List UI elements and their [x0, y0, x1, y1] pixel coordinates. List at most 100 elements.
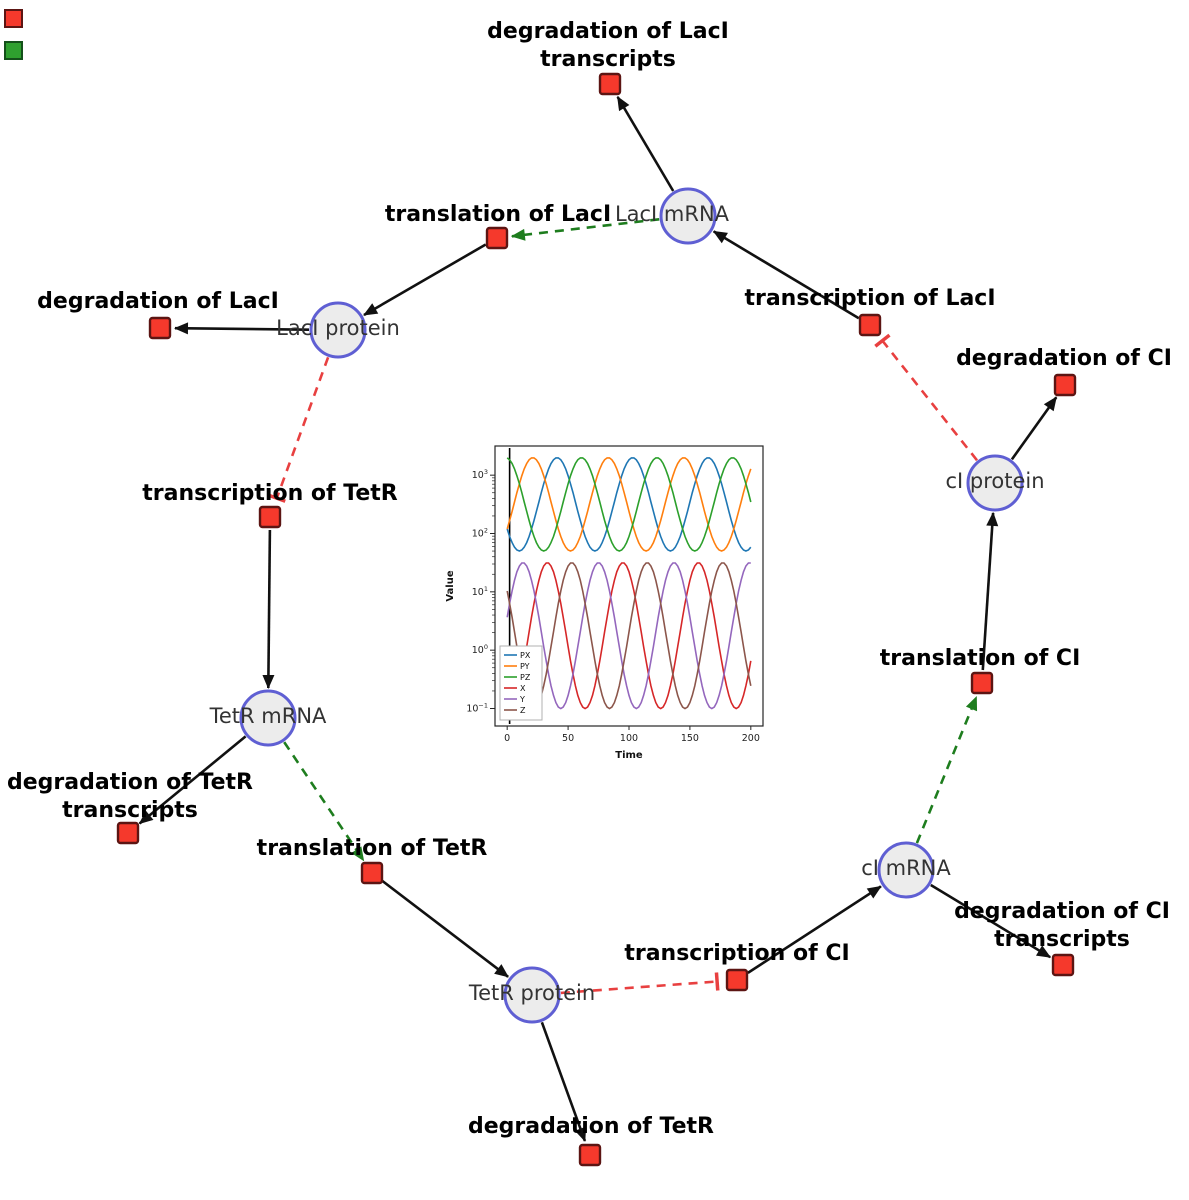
reaction-label-deg_TetR_transcripts: degradation of TetR	[7, 770, 253, 795]
reaction-node-transcription_LacI[interactable]	[858, 313, 882, 337]
reaction-square-icon[interactable]	[725, 968, 749, 992]
species-node-TetR_protein[interactable]: TetR protein	[468, 966, 595, 1024]
reaction-square-icon[interactable]	[858, 313, 882, 337]
x-tick-label: 50	[562, 733, 574, 744]
chart-ylabel: Value	[445, 570, 456, 601]
series-line-PZ	[506, 457, 752, 552]
reaction-label-translation_CI: translation of CI	[880, 646, 1081, 671]
reaction-square-icon[interactable]	[116, 821, 140, 845]
edge-transcription_CI-cI_mRNA-production	[747, 885, 882, 974]
series-line-PY	[506, 457, 752, 552]
reaction-node-swatch	[4, 9, 23, 28]
reaction-node-transcription_TetR[interactable]	[258, 505, 282, 529]
species-node-TetR_mRNA[interactable]: TetR mRNA	[209, 689, 327, 747]
species-label-LacI_protein: LacI protein	[276, 316, 400, 340]
reaction-label-deg_LacI_transcripts: degradation of LacI	[487, 19, 729, 44]
legend-label-PX: PX	[520, 651, 531, 660]
species-circle-icon[interactable]	[659, 187, 717, 245]
reaction-node-deg_TetR[interactable]	[578, 1143, 602, 1167]
species-label-TetR_mRNA: TetR mRNA	[209, 704, 327, 728]
species-circle-icon[interactable]	[239, 689, 297, 747]
reaction-node-translation_TetR[interactable]	[360, 861, 384, 885]
species-label-cI_mRNA: cI mRNA	[861, 856, 951, 880]
edge-translation_CI-cI_protein-production	[981, 511, 999, 671]
reaction-label-transcription_TetR: transcription of TetR	[142, 481, 398, 506]
x-tick-label: 150	[681, 733, 699, 744]
reaction-label-translation_TetR: translation of TetR	[257, 836, 488, 861]
reaction-node-deg_CI[interactable]	[1053, 373, 1077, 397]
x-tick-label: 0	[504, 733, 510, 744]
series-line-Z	[506, 562, 752, 710]
edge-transcription_LacI-LacI_mRNA-production	[712, 230, 860, 320]
y-tick-label: 100	[472, 643, 488, 656]
edge-TetR_protein-deg_TetR-consumption	[540, 1021, 587, 1142]
species-node-cI_mRNA[interactable]: cI mRNA	[861, 841, 951, 899]
reaction-square-icon[interactable]	[258, 505, 282, 529]
reaction-node-deg_LacI_transcripts[interactable]	[598, 72, 622, 96]
y-tick-label: 103	[472, 468, 488, 481]
edge-cI_mRNA-translation_CI-catalysis	[915, 695, 978, 844]
x-tick-label: 200	[742, 733, 760, 744]
legend-label-Z: Z	[520, 706, 526, 715]
species-circle-icon[interactable]	[309, 301, 367, 359]
edge-TetR_mRNA-translation_TetR-catalysis	[283, 741, 365, 862]
chart-legend-box	[499, 645, 543, 721]
edge-cI_protein-deg_CI-consumption	[1010, 396, 1058, 461]
species-circle-icon[interactable]	[966, 454, 1024, 512]
reaction-square-icon[interactable]	[598, 72, 622, 96]
reaction-node-deg_LacI[interactable]	[148, 316, 172, 340]
legend-label-PZ: PZ	[520, 673, 531, 682]
edge-TetR_protein-transcription_CI-inhibition	[560, 972, 720, 995]
reaction-square-icon[interactable]	[1053, 373, 1077, 397]
species-circle-icon[interactable]	[877, 841, 935, 899]
species-label-cI_protein: cI protein	[945, 469, 1044, 493]
reaction-node-translation_LacI[interactable]	[485, 226, 509, 250]
edge-translation_LacI-LacI_protein-production	[363, 243, 487, 317]
reaction-square-icon[interactable]	[1051, 953, 1075, 977]
species-circle-icon[interactable]	[503, 966, 561, 1024]
y-tick-label: 101	[472, 585, 488, 598]
reaction-node-transcription_CI[interactable]	[725, 968, 749, 992]
edge-translation_TetR-TetR_protein-production	[381, 879, 509, 978]
reaction-label-transcription_LacI: transcription of LacI	[744, 286, 995, 311]
edge-LacI_mRNA-translation_LacI-catalysis	[510, 218, 660, 241]
reaction-square-icon[interactable]	[148, 316, 172, 340]
series-line-PX	[506, 457, 752, 552]
reaction-label-deg_TetR_transcripts-line2: transcripts	[62, 798, 198, 823]
legend-label-PY: PY	[520, 662, 530, 671]
species-node-LacI_mRNA[interactable]: LacI mRNA	[615, 187, 730, 245]
species-node-LacI_protein[interactable]: LacI protein	[276, 301, 400, 359]
y-tick-label: 10−1	[466, 702, 488, 715]
reaction-label-deg_LacI_transcripts-line2: transcripts	[540, 47, 676, 72]
edge-LacI_protein-deg_LacI-consumption	[174, 322, 310, 335]
species-node-cI_protein[interactable]: cI protein	[945, 454, 1045, 512]
reaction-square-icon[interactable]	[578, 1143, 602, 1167]
chart-xlabel: Time	[615, 750, 643, 761]
species-label-LacI_mRNA: LacI mRNA	[615, 202, 730, 226]
reaction-square-icon[interactable]	[360, 861, 384, 885]
reaction-label-deg_CI_transcripts: degradation of CI	[954, 899, 1170, 924]
reaction-square-icon[interactable]	[485, 226, 509, 250]
reaction-label-deg_CI_transcripts-line2: transcripts	[994, 927, 1130, 952]
edge-LacI_mRNA-deg_LacI_transcripts-consumption	[616, 96, 675, 192]
catalysis-swatch	[4, 41, 23, 60]
reaction-node-deg_TetR_transcripts[interactable]	[116, 821, 140, 845]
edge-TetR_mRNA-deg_TetR_transcripts-consumption	[138, 735, 247, 825]
edge-cI_mRNA-deg_CI_transcripts-consumption	[930, 883, 1052, 959]
edge-transcription_TetR-TetR_mRNA-production	[262, 529, 275, 689]
reaction-square-icon[interactable]	[970, 671, 994, 695]
reaction-label-transcription_CI: transcription of CI	[624, 941, 849, 966]
species-label-TetR_protein: TetR protein	[468, 981, 595, 1005]
reaction-node-deg_CI_transcripts[interactable]	[1051, 953, 1075, 977]
legend-label-Y: Y	[519, 695, 525, 704]
edges-layer	[138, 96, 1058, 1142]
reaction-label-deg_CI: degradation of CI	[956, 346, 1172, 371]
y-tick-label: 102	[472, 527, 488, 540]
reaction-label-translation_LacI: translation of LacI	[385, 202, 611, 227]
reaction-node-translation_CI[interactable]	[970, 671, 994, 695]
reaction-label-deg_LacI: degradation of LacI	[37, 289, 279, 314]
